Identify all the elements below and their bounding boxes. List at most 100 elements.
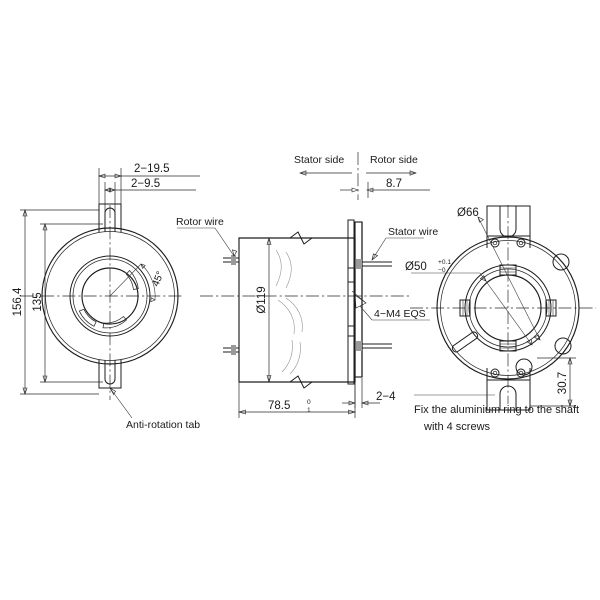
dia-50-arrow-far: [526, 338, 533, 346]
bottom-tab-slot: [104, 360, 116, 385]
arrow-2-4-left: [348, 400, 356, 406]
left-bore-circle: [81, 267, 139, 325]
dimension-dia-66: Ø66: [457, 207, 541, 341]
dia-66-leader: [477, 216, 541, 341]
stator-wire-upper: [362, 261, 392, 267]
rotor-side-arrow: [409, 170, 417, 176]
clearance-hole-bottom: [515, 358, 533, 376]
dimension-156-4: 156.4: [12, 209, 99, 395]
stator-wire-upper-seal: [356, 259, 362, 269]
dimension-8-7: 8.7: [340, 178, 430, 198]
dim-value-2-4: 2−4: [376, 391, 396, 403]
top-tab-notch: [499, 206, 517, 238]
screw-note-group: Fix the aluminium ring to the shaft with…: [414, 394, 579, 433]
left-arc-slots: [78, 269, 139, 329]
rotor-wire-upper-seal: [231, 255, 236, 265]
pad-right-body: [545, 299, 557, 317]
arrow-8-7-right: [366, 187, 374, 193]
elongated-slot-left: [451, 331, 479, 353]
arrow-78-left: [237, 409, 246, 415]
clearance-hole-upper-right: [552, 253, 570, 271]
ring-mid-circle: [468, 268, 548, 348]
flange-boss-upper: [347, 219, 355, 283]
rotor-wire-lower-seal: [231, 345, 236, 355]
pad-left-body: [459, 299, 471, 317]
stator-side-arrow: [299, 170, 307, 176]
dim-value-30-7: 30.7: [557, 372, 569, 394]
arrow-119-bottom: [266, 375, 272, 384]
top-tab-outline: [98, 203, 122, 232]
dimension-dia-50: Ø50 +0.1 −0: [405, 259, 533, 346]
thread-tick: [351, 290, 367, 304]
stator-wire-arrow: [371, 253, 379, 261]
rotor-wire-arrow: [232, 249, 238, 257]
dim-dia-50-tol-upper: +0.1: [438, 259, 451, 266]
dimension-78-5: 78.5 0 1: [237, 382, 357, 418]
arrow-135-top: [42, 223, 48, 231]
top-tab-screw-right-inner: [518, 240, 524, 246]
right-bottom-tab: [486, 368, 531, 411]
break-top: [289, 231, 313, 245]
left-outer-circle: [41, 227, 179, 365]
dimension-135: 135: [32, 223, 103, 383]
dia-66-arrow-near: [477, 216, 484, 223]
dim-value-dia-119: Ø119: [256, 286, 268, 313]
stator-wire-lower-seal: [356, 341, 362, 351]
stator-wire-label: Stator wire: [388, 226, 438, 238]
coil-curve-5: [281, 339, 293, 373]
coil-curve-1: [275, 249, 282, 287]
rotor-wire-label: Rotor wire: [176, 216, 224, 228]
screw-pad-right: [545, 299, 557, 317]
dim-78-5-tol-upper: 0: [307, 399, 311, 406]
bottom-tab-screw-left: [490, 368, 500, 378]
angle-leader-a: [109, 263, 142, 297]
coil-curve-3: [277, 299, 295, 335]
arc-slot-lower-right: [102, 315, 128, 329]
arrow-9-5-right: [109, 187, 116, 193]
stator-side-label: Stator side: [294, 154, 344, 166]
arrow-19-5-right: [114, 173, 122, 179]
dim-value-135: 135: [32, 292, 44, 311]
slot-dimensions: 2−19.5 2−9.5: [98, 163, 200, 213]
arrow-119-top: [266, 236, 272, 245]
clearance-hole-lower-right: [554, 337, 572, 355]
thread-callout-group: 4−M4 EQS: [351, 290, 430, 321]
stator-flange: [347, 219, 363, 385]
angle-arc: [140, 263, 156, 301]
screw-pad-bottom: [499, 340, 517, 352]
rotor-wire-leader-d: [214, 227, 235, 257]
top-tab-screw-right: [516, 238, 526, 248]
coil-curve-6: [289, 341, 301, 375]
dimension-dia-119: Ø119: [256, 236, 272, 384]
flange-boss-lower: [347, 325, 355, 385]
dia-50-arrow-near: [479, 275, 487, 282]
arrow-19-5-left: [98, 173, 106, 179]
anti-rotation-arrow: [109, 387, 116, 396]
anti-rotation-tab-label: Anti-rotation tab: [126, 419, 200, 431]
coil-curve-4: [285, 297, 303, 333]
dim-dia-50-tol-lower: −0: [438, 267, 446, 274]
flange-boss-mid: [347, 267, 355, 337]
bottom-tab-screw-right: [516, 368, 526, 378]
bottom-tab-notch: [499, 385, 517, 410]
dim-value-dia-50: Ø50: [405, 261, 427, 273]
rotor-wire-group: Rotor wire: [176, 216, 239, 355]
ring-screw-pads: [459, 264, 557, 352]
dim-2-9-5: 2−9.5: [131, 178, 160, 190]
screw-pad-left: [459, 299, 471, 317]
coil-curve-2: [285, 251, 292, 289]
dim-value-8-7: 8.7: [386, 178, 402, 190]
stator-wire-lower: [362, 343, 392, 349]
arc-slot-lower-left: [78, 308, 97, 327]
arrow-156-top: [22, 209, 28, 217]
dim-value-156-4: 156.4: [12, 287, 24, 316]
middle-section-view: Rotor wire Ø119 Stator wire: [176, 152, 438, 418]
dim-78-5-tol-lower: 1: [307, 407, 311, 414]
angle-arrow-bottom: [150, 297, 156, 303]
dia-50-leader-d: [479, 272, 533, 346]
internal-coil-detail: [275, 249, 303, 375]
arrow-2-4-right: [361, 400, 369, 406]
dim-value-dia-66: Ø66: [457, 207, 479, 219]
